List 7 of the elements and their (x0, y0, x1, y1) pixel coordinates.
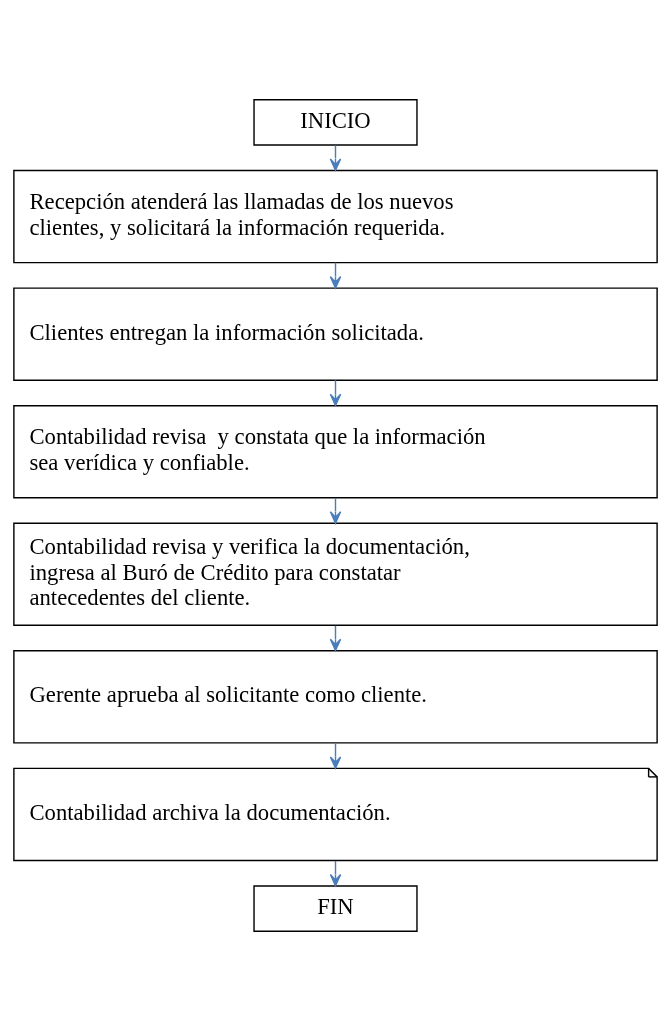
node-box: Contabilidad revisa y constata que la información sea verídica y confiable. (13, 405, 658, 499)
node-box: Recepción atenderá las llamadas de los nuevos clientes, y solicitará la información requerida. (13, 169, 658, 264)
node-box: INICIO (253, 98, 418, 146)
node-box: Gerente aprueba al solicitante como cliente. (13, 650, 658, 744)
node-box: Contabilidad revisa y verifica la documentación, ingresa al Buró de Crédito para constatar antecedentes del cliente. (13, 522, 658, 626)
node-box: Clientes entregan la información solicitada. (13, 287, 658, 381)
node-box: FIN (253, 885, 418, 933)
